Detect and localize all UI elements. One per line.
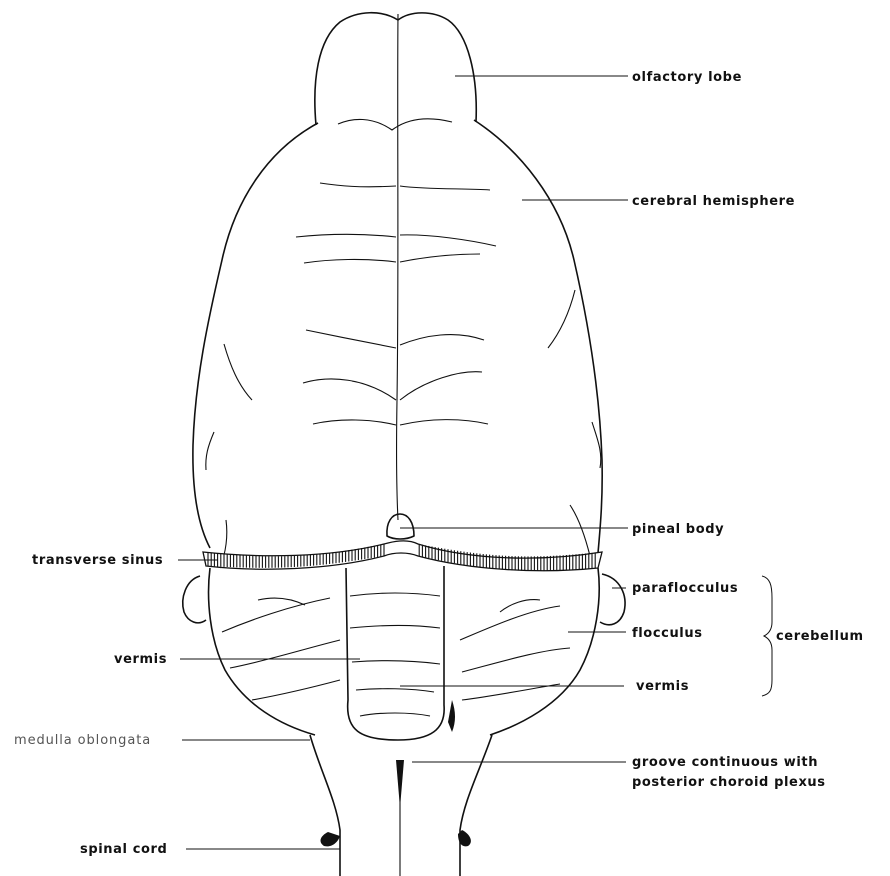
label-vermis-right: vermis <box>636 679 689 694</box>
pineal-body <box>387 514 414 539</box>
label-medulla-oblongata: medulla oblongata <box>14 733 151 748</box>
label-groove-line2: posterior choroid plexus <box>632 775 826 790</box>
label-olfactory-lobe: olfactory lobe <box>632 70 742 85</box>
label-paraflocculus: paraflocculus <box>632 581 738 596</box>
olfactory-lobes <box>315 13 476 130</box>
cerebellum-outline <box>183 566 625 740</box>
label-flocculus: flocculus <box>632 626 703 641</box>
label-cerebral-hemisphere: cerebral hemisphere <box>632 194 795 209</box>
label-groove-line1: groove continuous with <box>632 755 818 770</box>
cerebral-hemispheres <box>193 14 602 568</box>
label-spinal-cord: spinal cord <box>80 842 167 857</box>
groove-mark <box>396 760 404 808</box>
label-pineal-body: pineal body <box>632 522 724 537</box>
label-transverse-sinus: transverse sinus <box>32 553 163 568</box>
transverse-sinus <box>203 541 602 571</box>
leader-lines <box>178 76 772 849</box>
label-vermis-left: vermis <box>114 652 167 667</box>
medulla-and-spinal-cord <box>310 735 492 876</box>
label-cerebellum: cerebellum <box>776 629 864 644</box>
